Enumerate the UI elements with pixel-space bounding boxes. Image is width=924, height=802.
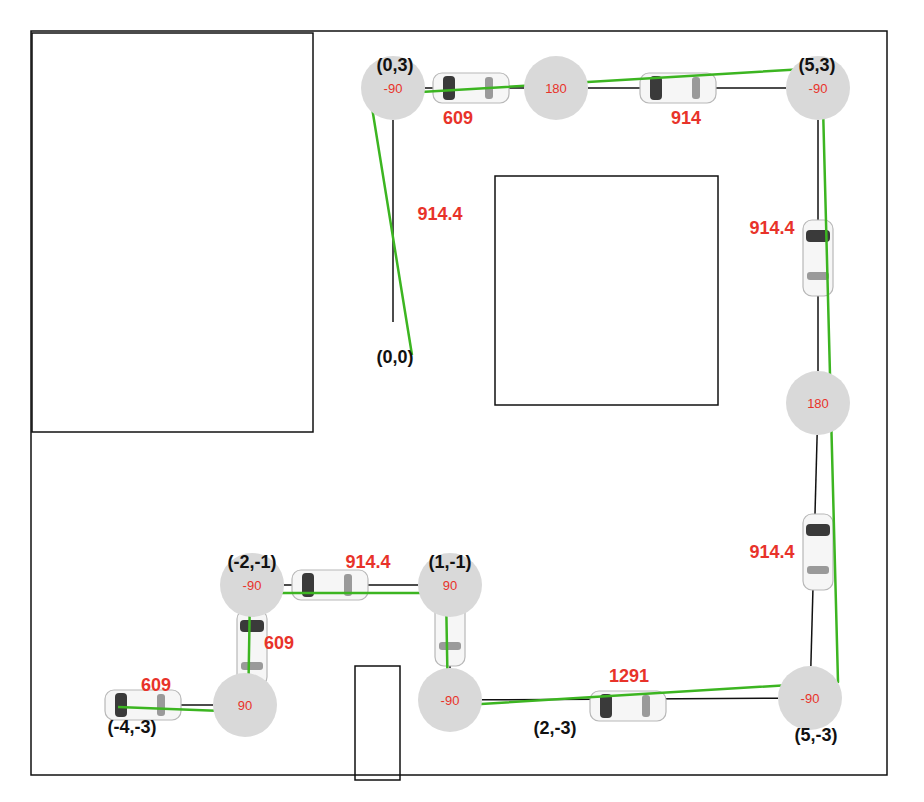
turn-angle: -90 [801, 691, 820, 706]
car-body [105, 690, 181, 720]
car-window [807, 566, 829, 574]
turn-angle: -90 [384, 81, 403, 96]
distance-label: 1291 [609, 667, 649, 685]
car-window [642, 695, 650, 717]
coordinate-label: (5,-3) [794, 726, 837, 744]
coordinate-label: (-4,-3) [108, 718, 157, 736]
distance-label: 914.4 [749, 219, 794, 237]
coordinate-label: (5,3) [798, 56, 835, 74]
distance-label: 914.4 [417, 205, 462, 223]
circle-fill [524, 56, 588, 120]
circle-fill [786, 56, 850, 120]
distance-label: 609 [141, 676, 171, 694]
obstacle-box [495, 176, 718, 405]
distance-label: 914.4 [345, 553, 390, 571]
car-window [241, 662, 263, 670]
circle-fill [220, 553, 284, 617]
circle-fill [361, 56, 425, 120]
car-icon [105, 690, 181, 720]
circle-fill [778, 666, 842, 730]
turn-circle: -90 [418, 668, 482, 732]
circle-fill [213, 673, 277, 737]
turn-angle: 90 [238, 698, 252, 713]
car-icon [292, 570, 368, 600]
distance-label: 609 [264, 634, 294, 652]
turn-angle: 180 [807, 396, 829, 411]
car-body [292, 570, 368, 600]
obstacle-box [355, 666, 400, 780]
distance-label: 609 [443, 109, 473, 127]
circle-fill [418, 668, 482, 732]
circle-fill [786, 371, 850, 435]
car-window [807, 272, 829, 280]
coordinate-label: (0,0) [376, 348, 413, 366]
turn-angle: -90 [243, 578, 262, 593]
circle-fill [418, 553, 482, 617]
car-window [806, 524, 830, 536]
distance-label: 914 [671, 109, 701, 127]
car-window [115, 693, 127, 717]
coordinate-label: (0,3) [376, 56, 413, 74]
turn-angle: -90 [441, 693, 460, 708]
car-group [105, 73, 833, 721]
robot-path [118, 68, 838, 712]
distance-label: 914.4 [749, 543, 794, 561]
car-body [803, 514, 833, 590]
car-icon [803, 514, 833, 590]
car-window [240, 620, 264, 632]
coordinate-label: (-2,-1) [228, 553, 277, 571]
car-window [650, 76, 662, 100]
turn-circle: 180 [524, 56, 588, 120]
turn-circle: 90 [213, 673, 277, 737]
track-line [392, 120, 394, 322]
car-window [157, 694, 165, 716]
turn-circle: 180 [786, 371, 850, 435]
car-window [443, 76, 455, 100]
turn-angle: 180 [545, 81, 567, 96]
coordinate-label: (1,-1) [428, 553, 471, 571]
turn-angle: 90 [443, 578, 457, 593]
obstacle-box [32, 33, 313, 432]
turn-angle: -90 [809, 81, 828, 96]
room-border [31, 31, 887, 775]
car-window [439, 642, 461, 650]
car-window [692, 77, 700, 99]
coordinate-label: (2,-3) [533, 719, 576, 737]
turn-circle: -90 [778, 666, 842, 730]
